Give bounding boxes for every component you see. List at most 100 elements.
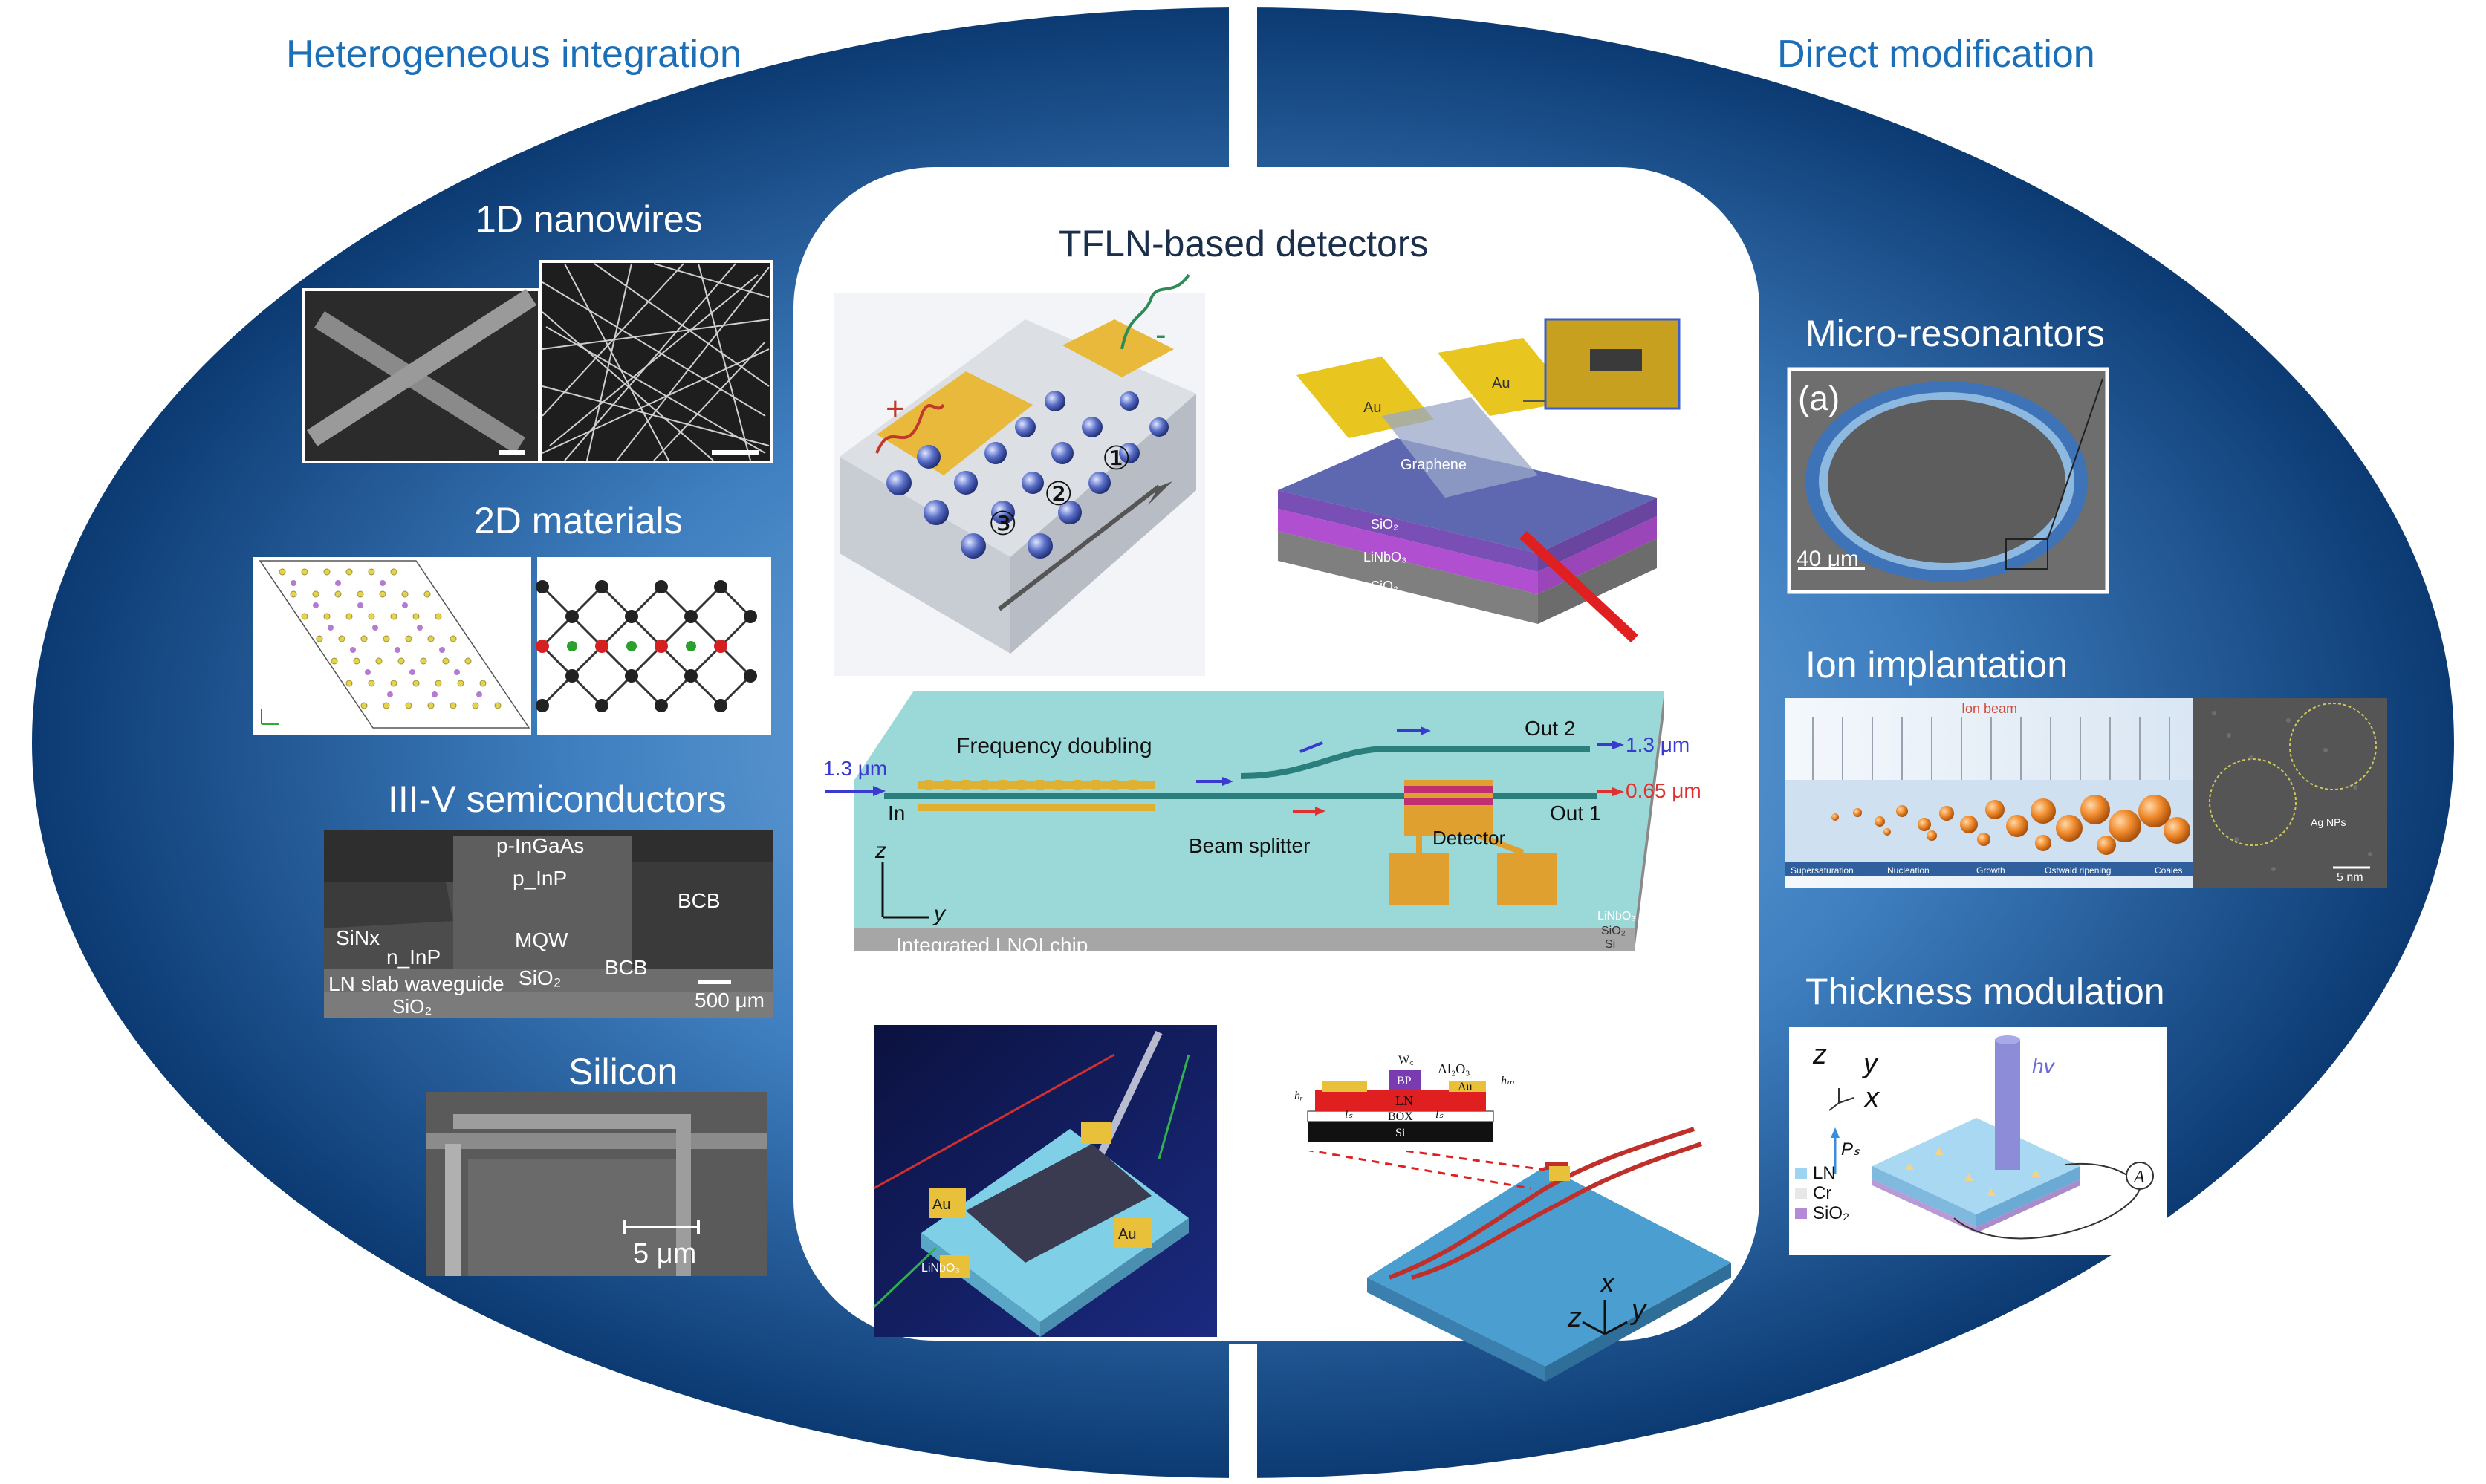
detector2-sio2b: SiO₂ [1371, 579, 1398, 593]
detector1-mark-3: ③ [988, 505, 1017, 543]
chip-out2-wavelength: 1.3 μm [1626, 733, 1690, 756]
detector4-axis-x: x [1599, 1268, 1616, 1299]
ion-stage-5: Coales [2155, 865, 2182, 876]
silicon-sem [426, 1092, 767, 1276]
detector1-mark-1: ① [1102, 440, 1131, 478]
detector4-ln: LN [1395, 1093, 1413, 1108]
detector4-cross-section [1285, 1055, 1508, 1151]
label-ln-slab: LN slab waveguide [328, 972, 504, 995]
chip-in-wavelength: 1.3 μm [823, 757, 887, 780]
ion-stage-2: Nucleation [1887, 865, 1930, 876]
detector1-schematic [834, 273, 1205, 676]
detector2-au-right: Au [1492, 375, 1510, 391]
detector4-hr: hᵣ [1294, 1090, 1303, 1102]
ion-tem-label: Ag NPs [2311, 816, 2346, 828]
detector3-linbo3: LiNbO₃ [921, 1262, 960, 1275]
thickness-ammeter-label: A [2132, 1168, 2145, 1187]
detector4-si: Si [1395, 1127, 1406, 1139]
detector2-si: Si [1375, 605, 1386, 619]
label-bcb-bottom: BCB [605, 956, 648, 979]
detector3-render [872, 1025, 1217, 1337]
detector2-sio2: SiO₂ [1371, 517, 1398, 532]
micro-panel-label: (a) [1798, 379, 1840, 417]
chip-axis-y: y [932, 902, 947, 926]
ion-implant-diagram [1785, 698, 2193, 888]
thickness-legend-sio2: SiO₂ [1813, 1203, 1849, 1223]
chip-axis-z: z [874, 839, 886, 863]
detector4-box: BOX [1388, 1110, 1413, 1123]
thickness-hv-label: hv [2032, 1055, 2056, 1078]
detector3-au-left: Au [932, 1197, 950, 1213]
thickness-axis-y: y [1861, 1048, 1879, 1079]
detector1-plus: + [886, 391, 905, 427]
detector4-ls: lₛ [1345, 1108, 1353, 1121]
label-n-inp: n_InP [386, 946, 441, 969]
2d-lattice-top-view [253, 557, 531, 735]
nanowire-mesh-right [539, 260, 773, 463]
title-2d-materials: 2D materials [474, 500, 683, 541]
micro-resonator-sem [1787, 367, 2109, 594]
chip-out2: Out 2 [1525, 717, 1575, 740]
label-p-ingaas: p-InGaAs [496, 834, 584, 857]
ion-stage-1: Supersaturation [1791, 865, 1854, 876]
title-ion-implantation: Ion implantation [1805, 644, 2068, 686]
detector4-hm: hₘ [1501, 1075, 1514, 1087]
detector1-dopant-balls [886, 391, 1169, 559]
detector4-au: Au [1458, 1081, 1473, 1093]
detector2-graphene-schematic [1269, 316, 1685, 646]
label-sinx: SiNx [336, 926, 380, 949]
title-thickness-modulation: Thickness modulation [1805, 971, 2165, 1012]
thickness-axis-z: z [1812, 1039, 1827, 1070]
title-iii-v: III-V semiconductors [388, 778, 727, 820]
2d-lattice-side-view [536, 557, 771, 735]
detector2-linbo3: LiNbO₃ [1363, 550, 1406, 564]
nanowire-sem-left [302, 288, 541, 463]
chip-label: Integrated LNOI chip [896, 934, 1088, 957]
detector1-minus: - [1155, 316, 1166, 353]
label-sio2-mid: SiO₂ [519, 966, 562, 989]
detector4-wc: W꜀ [1398, 1054, 1414, 1067]
detector4-bp-schematic [1292, 1127, 1731, 1382]
iii-v-scale-label: 500 μm [695, 989, 765, 1012]
ion-stage-3: Growth [1976, 865, 2005, 876]
chip-layer-si: Si [1605, 938, 1615, 951]
thickness-axis-x: x [1863, 1082, 1880, 1113]
label-sio2-bottom: SiO₂ [392, 995, 432, 1018]
header-detectors: TFLN-based detectors [1059, 223, 1428, 264]
title-silicon: Silicon [568, 1051, 678, 1093]
thickness-ps-label: Pₛ [1841, 1139, 1860, 1159]
chip-out1-wavelength: 0.65 μm [1626, 779, 1701, 802]
chip-frequency-doubling: Frequency doubling [956, 734, 1152, 758]
ion-tem-scale: 5 nm [2337, 871, 2363, 884]
iii-v-sem-cross-section [324, 830, 773, 1018]
title-micro-resonators: Micro-resonantors [1805, 313, 2105, 354]
chip-in-label: In [888, 801, 905, 824]
chip-layer-sio2: SiO₂ [1601, 925, 1626, 937]
label-bcb-top: BCB [678, 889, 721, 912]
ion-beam-label: Ion beam [1961, 701, 2017, 716]
detector2-au-left: Au [1363, 400, 1381, 416]
thickness-modulation-diagram [1789, 1027, 2167, 1255]
lnoi-chip-schematic [825, 691, 1664, 951]
detector4-ls2: lₛ [1435, 1108, 1444, 1121]
silicon-scale-label: 5 μm [633, 1238, 696, 1269]
detector4-axis-z: z [1567, 1302, 1582, 1333]
detector3-au-right: Au [1118, 1226, 1136, 1243]
thickness-legend-ln: LN [1813, 1163, 1836, 1183]
ion-tem-image [2193, 698, 2387, 888]
chip-detector: Detector [1432, 827, 1506, 849]
ion-stage-4: Ostwald ripening [2045, 865, 2111, 876]
detector4-axis-y: y [1629, 1295, 1647, 1326]
chip-beam-splitter: Beam splitter [1189, 834, 1310, 857]
header-heterogeneous: Heterogeneous integration [286, 33, 741, 76]
detector4-bp: BP [1397, 1075, 1412, 1087]
thickness-legend-cr: Cr [1813, 1183, 1831, 1203]
chip-layer-linbo3: LiNbO₃ [1597, 910, 1636, 922]
detector1-mark-2: ② [1044, 475, 1073, 513]
chip-out1: Out 1 [1550, 801, 1600, 824]
label-mqw: MQW [515, 928, 568, 951]
detector4-al2o3: Al₂O₃ [1438, 1061, 1470, 1076]
title-1d-nanowires: 1D nanowires [476, 198, 703, 240]
micro-scale-label: 40 μm [1797, 547, 1859, 571]
detector2-graphene: Graphene [1401, 457, 1467, 473]
